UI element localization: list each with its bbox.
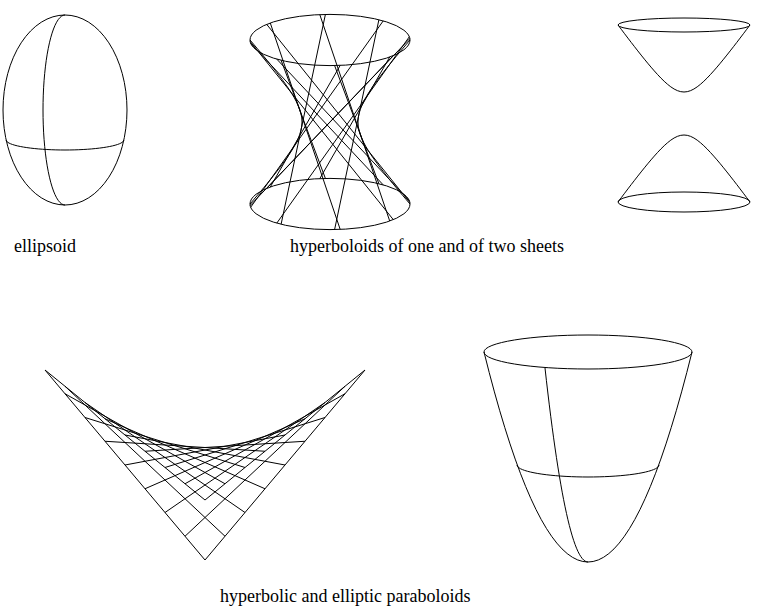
ruling-line <box>251 21 384 207</box>
figure-caption: hyperbolic and elliptic paraboloids <box>220 586 470 608</box>
ruling-line <box>250 41 393 219</box>
saddle-ruling <box>205 370 365 560</box>
saddle-ruling <box>165 418 325 468</box>
hyperboloid-silhouette <box>250 40 302 204</box>
ruling-line <box>281 60 325 178</box>
lower-sheet-rim <box>618 192 750 212</box>
saddle-ruling <box>125 435 285 465</box>
ruling-line <box>250 56 393 206</box>
upper-sheet-outline <box>618 25 750 92</box>
saddle-ruling <box>205 370 365 500</box>
ruling-line <box>320 15 390 221</box>
figure-caption: ellipsoid <box>14 236 76 258</box>
hyperboloid-silhouette <box>358 40 410 204</box>
saddle-ruling <box>185 386 345 536</box>
paraboloid-rim <box>484 335 692 369</box>
hyperboloid-bottom-rim <box>250 178 410 229</box>
ruling-line <box>270 65 340 187</box>
ellipsoid-equator <box>6 140 124 150</box>
ruling-line <box>281 14 325 224</box>
ellipsoid-meridian <box>43 15 65 205</box>
surface-lines <box>3 14 750 562</box>
paraboloid-level-curve <box>517 465 659 477</box>
ruling-line <box>267 24 410 202</box>
paraboloid-silhouette <box>484 352 692 562</box>
ellipsoid-outline <box>3 15 127 205</box>
figure-caption: hyperboloids of one and of two sheets <box>290 236 564 258</box>
ruling-line <box>277 37 410 223</box>
hyperboloid-top-rim <box>250 14 410 65</box>
saddle-ruling <box>125 435 285 465</box>
ruling-line <box>270 23 340 229</box>
saddle-ruling <box>185 394 345 484</box>
upper-sheet-rim <box>618 18 750 32</box>
paraboloid-meridian <box>545 368 588 562</box>
